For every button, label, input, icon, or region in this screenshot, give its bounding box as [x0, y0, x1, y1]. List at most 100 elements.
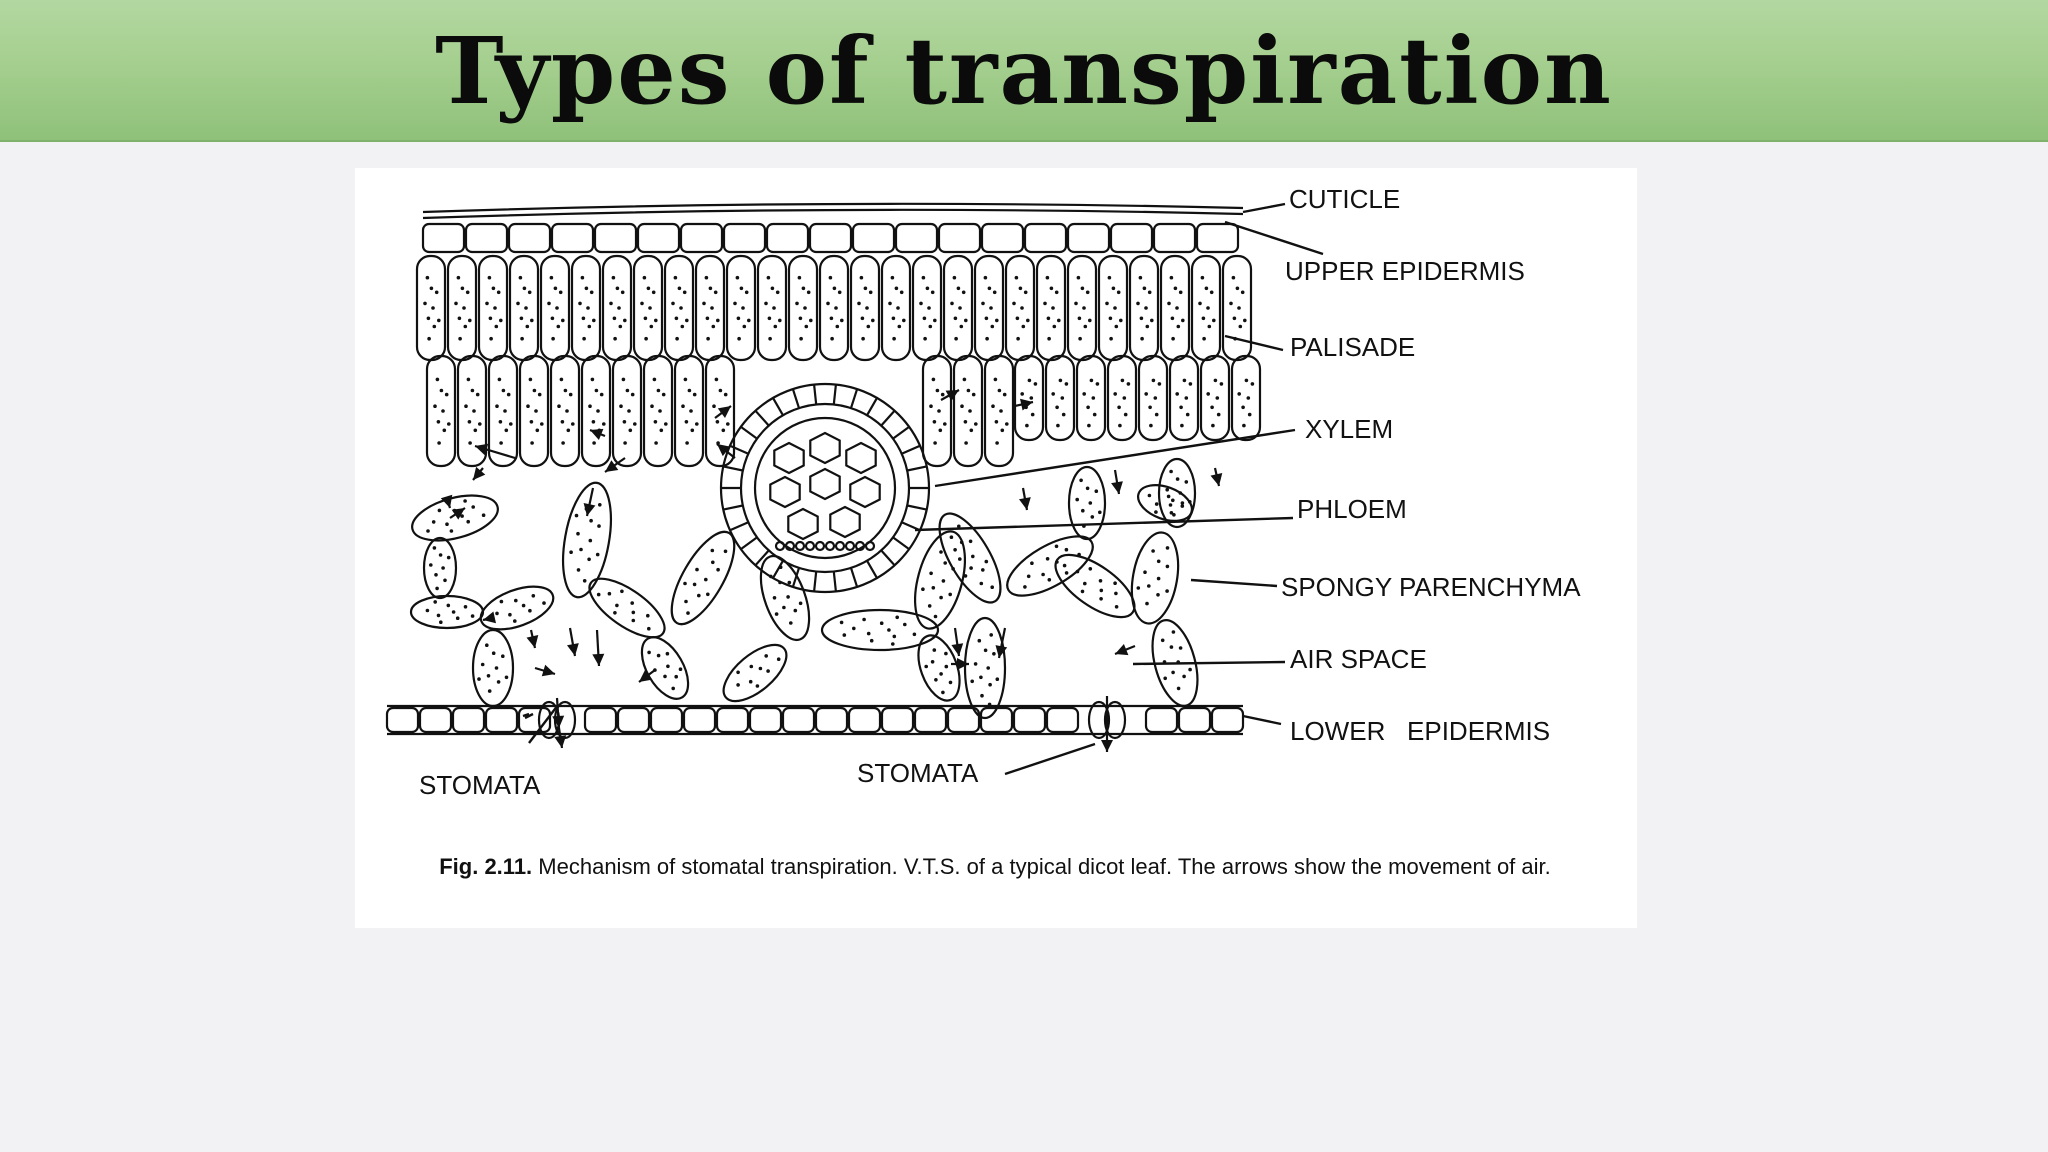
upper-epidermis-cell	[1109, 222, 1154, 254]
cell-granule	[892, 336, 896, 341]
cell-granule	[1082, 306, 1086, 310]
cell-granule	[441, 409, 445, 413]
cell-granule	[941, 690, 945, 695]
palisade-cell	[973, 254, 1005, 362]
cell-granule	[1136, 586, 1141, 590]
cell-granule	[1165, 487, 1169, 492]
phloem-cell	[844, 540, 856, 552]
cell-granule	[692, 392, 697, 397]
cell-granule	[894, 286, 899, 291]
cell-granule	[1154, 502, 1159, 506]
cell-granule	[704, 275, 709, 280]
cell-granule	[1240, 290, 1245, 295]
cell-granule	[903, 622, 907, 627]
cell-granule	[772, 596, 777, 600]
cell-granule	[869, 638, 874, 643]
cell-granule	[619, 404, 623, 408]
cell-granule	[666, 664, 670, 669]
cell-granule	[682, 290, 687, 295]
phloem-cell	[784, 540, 796, 552]
cell-granule	[991, 404, 995, 408]
cell-granule	[1033, 382, 1038, 386]
cell-granule	[437, 508, 442, 513]
cell-granule	[423, 301, 427, 306]
cell-granule	[426, 316, 431, 321]
cell-granule	[1140, 336, 1144, 341]
palisade-cell	[911, 254, 943, 362]
cell-granule	[749, 664, 754, 669]
cell-granule	[446, 555, 451, 560]
palisade-cell	[849, 254, 881, 362]
cell-granule	[654, 318, 658, 323]
cell-granule	[969, 428, 974, 433]
cell-granule	[663, 674, 667, 679]
cell-granule	[866, 324, 871, 329]
cell-granule	[530, 441, 534, 445]
spongy-parenchyma-cell	[640, 636, 690, 700]
cell-granule	[710, 548, 715, 553]
cell-granule	[623, 318, 627, 323]
cell-granule	[596, 409, 600, 413]
cell-granule	[561, 441, 565, 445]
palisade-cell	[1066, 254, 1098, 362]
bundle-sheath-cell-wall	[740, 536, 758, 550]
palisade-cell	[508, 254, 540, 362]
cell-granule	[944, 651, 948, 656]
cell-granule	[828, 275, 833, 280]
cell-granule	[451, 610, 456, 614]
cell-granule	[772, 306, 776, 310]
upper-epidermis-cell	[808, 222, 853, 254]
palisade-cell	[921, 354, 953, 468]
spongy-parenchyma-cell	[917, 634, 961, 702]
cell-granule	[646, 613, 650, 618]
cell-granule	[628, 428, 633, 433]
cell-granule	[683, 581, 687, 586]
upper-epidermis-cell	[937, 222, 982, 254]
cell-granule	[443, 578, 447, 583]
cell-granule	[1180, 504, 1185, 508]
cell-granule	[1107, 275, 1112, 280]
cell-granule	[468, 441, 472, 445]
cell-granule	[674, 674, 678, 679]
cell-granule	[466, 377, 471, 382]
lower-epidermis-cell	[1210, 706, 1245, 734]
spongy-parenchyma-cell	[670, 530, 736, 626]
palisade-cell	[487, 354, 519, 468]
cell-granule	[470, 388, 475, 393]
cell-granule	[592, 441, 596, 445]
xylem-vessel	[829, 505, 861, 539]
cell-granule	[589, 518, 593, 523]
spongy-parenchyma-cell	[1137, 484, 1193, 522]
palisade-cell	[663, 254, 695, 362]
cell-granule	[558, 290, 563, 295]
cell-granule	[939, 672, 943, 676]
cell-granule	[1136, 301, 1140, 306]
cell-granule	[1184, 396, 1189, 400]
cell-granule	[487, 275, 492, 280]
cell-granule	[960, 404, 964, 408]
bundle-sheath-cell-wall	[729, 521, 749, 532]
cell-granule	[609, 301, 613, 306]
cell-granule	[1181, 318, 1185, 323]
cell-granule	[1171, 630, 1176, 634]
cell-granule	[589, 290, 594, 295]
xylem-vessel	[845, 441, 877, 475]
cell-granule	[1043, 301, 1047, 306]
cell-granule	[501, 388, 506, 393]
cell-granule	[834, 306, 838, 310]
air-movement-arrowhead	[590, 428, 604, 440]
cell-granule	[957, 524, 961, 529]
cell-granule	[952, 275, 957, 280]
cell-granule	[687, 388, 692, 393]
cell-granule	[1188, 667, 1192, 672]
bundle-sheath-inner	[739, 402, 911, 574]
cell-granule	[927, 604, 932, 608]
cell-granule	[1005, 422, 1009, 426]
palisade-cell	[1035, 254, 1067, 362]
cell-granule	[1147, 584, 1151, 588]
cell-granule	[736, 683, 740, 687]
lower-epidermis-cell	[748, 706, 783, 734]
cell-granule	[496, 680, 501, 684]
cell-granule	[613, 336, 617, 341]
lower-epidermis-cell	[583, 706, 618, 734]
